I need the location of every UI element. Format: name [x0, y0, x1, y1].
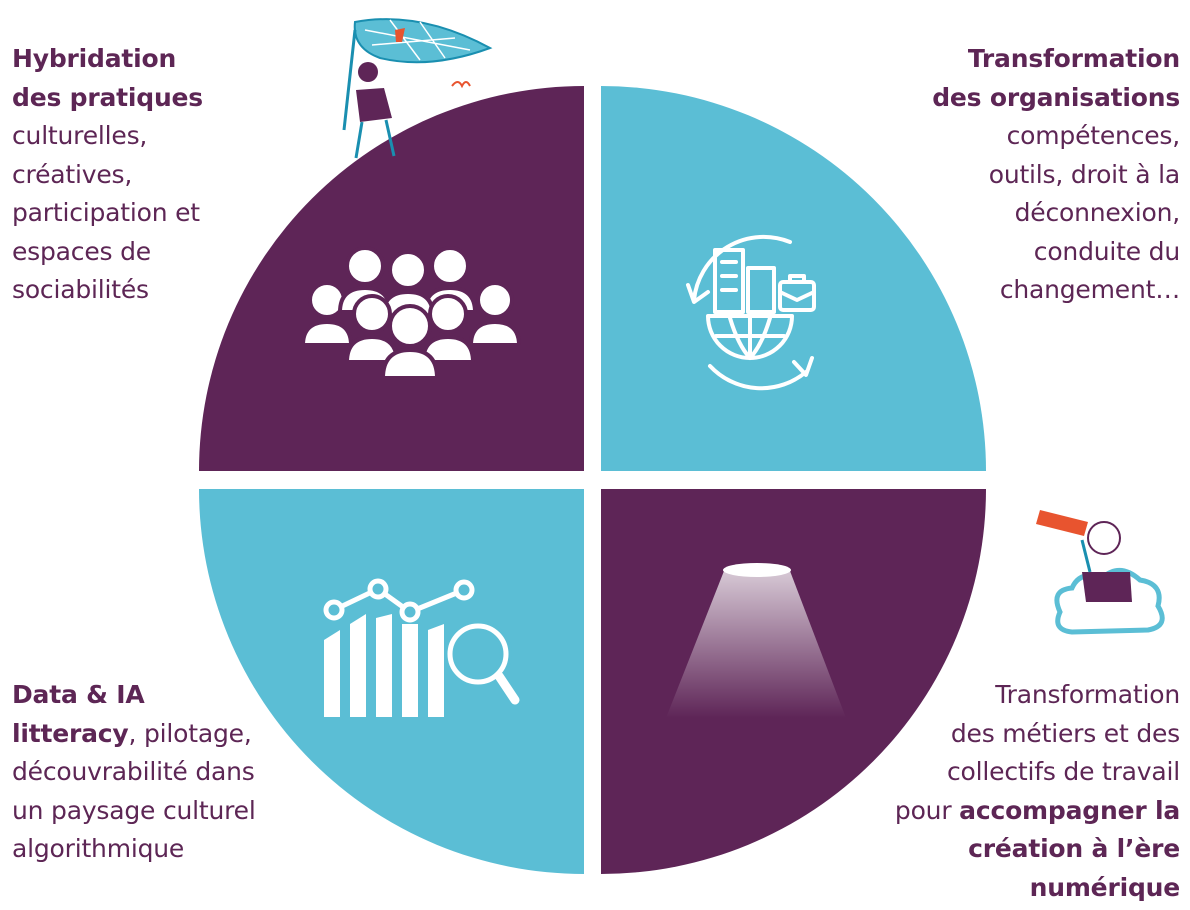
label-line: litteracy, pilotage, [12, 715, 256, 754]
label-title-line: numérique [1029, 872, 1181, 902]
globe-organisation-icon [686, 234, 816, 391]
label-line: sociabilités [12, 275, 149, 304]
spotlight-icon [666, 563, 846, 718]
label-title-line: Data & IA [12, 680, 145, 709]
telescope-person-illustration [1036, 510, 1165, 635]
label-line: conduite du [1033, 236, 1180, 266]
label-line: algorithmique [12, 834, 185, 863]
label-line: découvrabilité dans [12, 757, 255, 786]
label-title-line: Transformation [967, 44, 1180, 73]
label-line: espaces de [12, 236, 151, 266]
label-rest: , pilotage, [128, 718, 252, 748]
label-line: des métiers et des [950, 718, 1180, 748]
data-analytics-icon [323, 578, 520, 717]
quadrant-top-right [601, 86, 986, 471]
label-title-line: création à l’ère [968, 834, 1180, 863]
label-line: pour accompagner la [895, 792, 1180, 831]
label-line: un paysage culturel [12, 795, 256, 825]
label-line: créatives, [12, 159, 133, 189]
butterfly-net-person-illustration [342, 18, 493, 159]
label-bold-phrase: accompagner la [959, 795, 1180, 825]
people-group-icon [300, 246, 522, 380]
label-line: culturelles, [12, 121, 148, 150]
label-hybridation-pratiques: Hybridation des pratiques culturelles, c… [12, 40, 203, 310]
label-title-line: des pratiques [12, 82, 203, 112]
label-line: collectifs de travail [947, 757, 1180, 786]
label-pre: pour [894, 795, 960, 825]
label-line: compétences, [1006, 121, 1181, 150]
label-line: Transformation [995, 680, 1180, 709]
label-transformation-organisations: Transformation des organisations compéte… [932, 40, 1180, 310]
label-line: déconnexion, [1014, 198, 1181, 227]
label-line: changement… [999, 275, 1180, 304]
label-title-line: des organisations [932, 82, 1180, 112]
label-line: outils, droit à la [988, 159, 1180, 189]
label-transformation-metiers: Transformation des métiers et des collec… [895, 676, 1180, 907]
label-title-line: Hybridation [12, 44, 177, 73]
label-line: participation et [12, 198, 200, 227]
label-bold-word: litteracy [12, 718, 129, 748]
label-data-ia-litteracy: Data & IA litteracy, pilotage, découvrab… [12, 676, 256, 869]
